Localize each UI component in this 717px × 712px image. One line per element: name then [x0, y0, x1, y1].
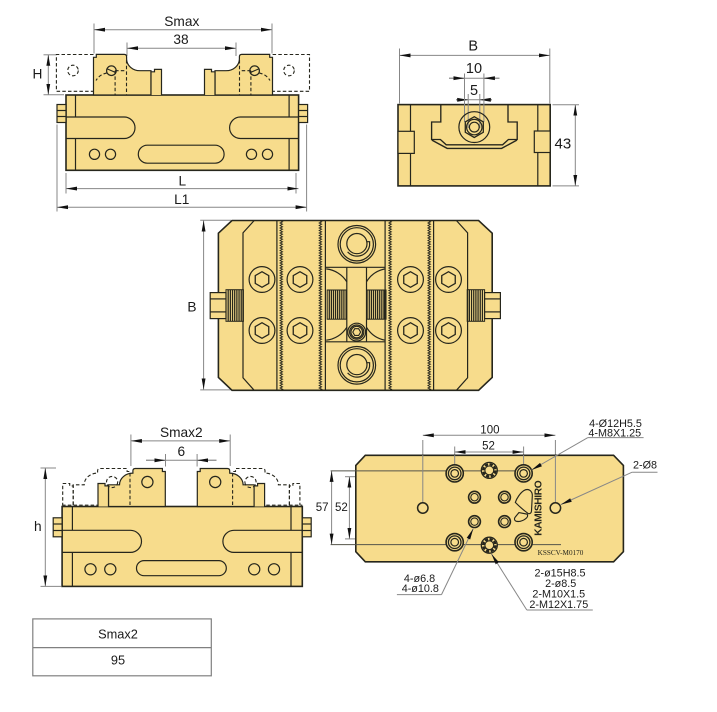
svg-text:KSSCV-M0170: KSSCV-M0170: [538, 549, 584, 557]
svg-text:2-M10X1.5: 2-M10X1.5: [532, 589, 585, 601]
svg-text:4-Ø12H5.5: 4-Ø12H5.5: [589, 418, 642, 430]
svg-text:B: B: [468, 39, 478, 55]
svg-text:2-ø15H8.5: 2-ø15H8.5: [534, 568, 585, 580]
svg-text:52: 52: [335, 502, 348, 514]
svg-text:2-Ø8: 2-Ø8: [633, 460, 657, 472]
svg-text:43: 43: [555, 136, 572, 153]
svg-text:57: 57: [316, 502, 329, 514]
svg-text:KAMISHIRO: KAMISHIRO: [533, 480, 544, 536]
svg-text:Smax: Smax: [164, 14, 199, 29]
svg-text:4-ø10.8: 4-ø10.8: [402, 583, 439, 595]
svg-text:4-ø6.8: 4-ø6.8: [404, 573, 435, 585]
svg-text:Smax2: Smax2: [98, 627, 138, 642]
svg-text:4-M8X1.25: 4-M8X1.25: [588, 427, 641, 439]
svg-text:H: H: [33, 67, 43, 82]
svg-text:L: L: [178, 173, 186, 188]
svg-text:h: h: [34, 519, 42, 534]
svg-text:95: 95: [111, 652, 125, 667]
svg-text:Smax2: Smax2: [160, 425, 203, 440]
svg-text:L1: L1: [174, 192, 189, 207]
svg-text:38: 38: [173, 32, 189, 47]
svg-text:2-ø8.5: 2-ø8.5: [545, 578, 576, 590]
svg-text:10: 10: [466, 61, 482, 77]
svg-text:100: 100: [480, 425, 499, 437]
svg-text:5: 5: [470, 83, 478, 99]
svg-text:52: 52: [482, 440, 495, 452]
svg-text:2-M12X1.75: 2-M12X1.75: [529, 599, 588, 611]
svg-text:B: B: [187, 299, 196, 314]
svg-text:6: 6: [177, 444, 185, 459]
